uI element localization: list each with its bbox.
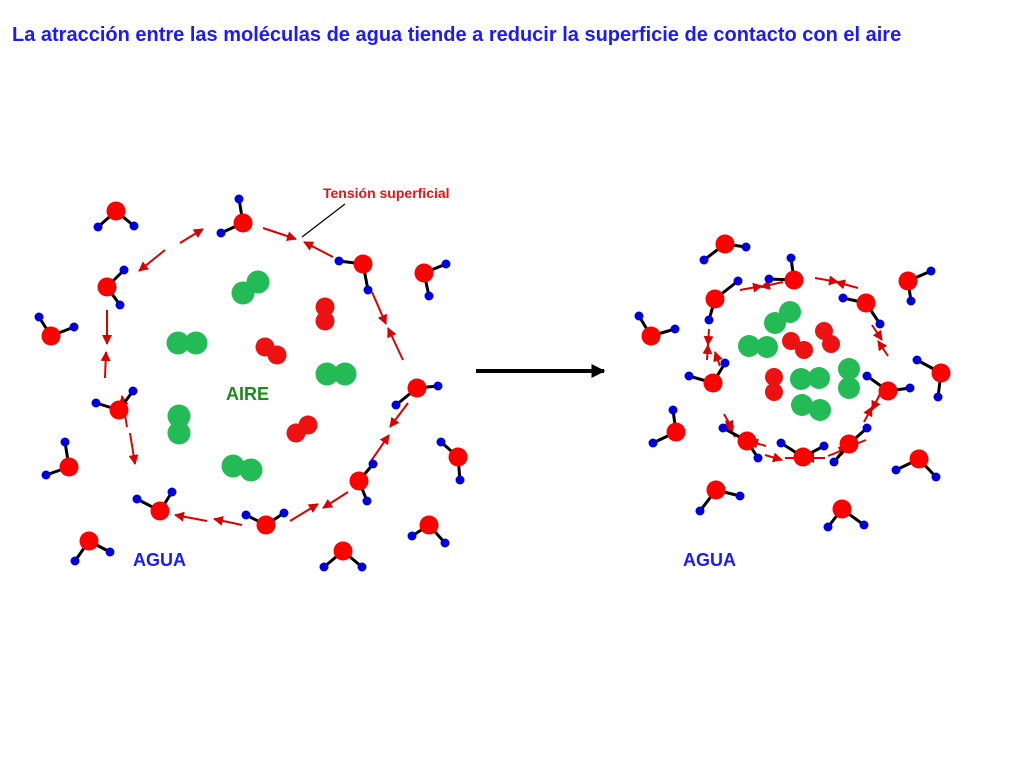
tension-arrow-icon (389, 402, 409, 428)
nitrogen-molecule-icon (167, 404, 191, 445)
water-molecule-icon (241, 508, 289, 535)
tension-arrow-icon (370, 434, 390, 462)
tension-arrow-icon (760, 280, 784, 290)
water-molecule-icon (764, 253, 804, 290)
tension-arrow-icon (289, 503, 319, 522)
water-molecule-icon (132, 487, 177, 521)
tension-arrow-icon (128, 432, 139, 465)
water-molecule-icon (436, 437, 468, 485)
water-molecule-icon (97, 265, 129, 310)
tension-arrow-icon (871, 393, 881, 411)
water-molecule-icon (648, 405, 686, 448)
tension-arrow-icon (877, 340, 889, 357)
tension-arrow-icon (303, 241, 334, 258)
water-molecule-icon (41, 437, 79, 480)
tension-arrow-icon (371, 291, 387, 325)
tension-arrow-icon (703, 328, 714, 346)
tension-arrow-icon (835, 279, 859, 290)
water-molecule-icon (718, 423, 763, 463)
tension-arrow-icon (179, 228, 204, 244)
water-molecule-icon (891, 449, 941, 482)
page-title: La atracción entre las moléculas de agua… (12, 24, 902, 46)
water-molecule-icon (414, 259, 451, 301)
air-label: AIRE (226, 384, 269, 404)
nitrogen-molecule-icon (315, 362, 357, 386)
oxygen-molecule-icon (286, 415, 318, 443)
oxygen-molecule-icon (315, 297, 335, 331)
water-molecule-icon (684, 358, 730, 393)
tension-arrow-icon (213, 515, 243, 526)
nitrogen-molecule-icon (790, 367, 830, 390)
surface-tension-leader-line (301, 203, 346, 238)
tension-arrow-icon (138, 249, 166, 272)
air-molecules (166, 270, 860, 482)
surface-tension-arrows (100, 227, 889, 526)
nitrogen-molecule-icon (838, 358, 860, 399)
water-molecule-icon (823, 499, 869, 532)
water-molecule-icon (334, 254, 373, 295)
nitrogen-molecule-icon (166, 331, 208, 355)
nitrogen-molecule-icon (231, 270, 270, 305)
water-molecule-icon (349, 459, 378, 506)
tension-arrow-icon (100, 351, 111, 379)
nitrogen-molecule-icon (764, 301, 801, 334)
tension-arrow-icon (322, 491, 349, 509)
tension-arrow-icon (702, 344, 713, 361)
water-molecule-icon (829, 423, 872, 467)
tension-arrow-icon (387, 327, 404, 361)
water-molecule-icon (634, 311, 680, 346)
tension-arrow-icon (713, 351, 723, 367)
water-molecule-icon (91, 386, 138, 420)
water-label-right: AGUA (683, 550, 736, 570)
oxygen-molecule-icon (815, 322, 840, 353)
water-molecule-icon (912, 355, 951, 402)
water-molecule-icon (862, 371, 915, 401)
nitrogen-molecule-icon (221, 454, 263, 482)
tension-arrow-icon (262, 227, 297, 241)
water-molecule-icon (93, 201, 139, 232)
surface-tension-label: Tensión superficial (323, 185, 450, 201)
water-molecule-icon (699, 234, 751, 265)
water-molecule-icon (695, 480, 745, 516)
nitrogen-molecule-icon (791, 394, 831, 421)
tension-arrow-icon (764, 452, 783, 463)
water-molecule-icon (776, 438, 829, 467)
oxygen-molecule-icon (782, 332, 813, 359)
tension-arrow-icon (871, 324, 883, 341)
water-molecule-icon (70, 531, 115, 566)
oxygen-molecule-icon (255, 337, 287, 365)
water-molecule-icon (319, 541, 367, 572)
tension-arrow-icon (739, 282, 763, 293)
water-label-left: AGUA (133, 550, 186, 570)
tension-arrow-icon (174, 511, 208, 522)
water-molecule-icon (216, 194, 253, 238)
oxygen-molecule-icon (765, 368, 783, 401)
water-molecule-icon (34, 312, 79, 346)
water-molecule-icon (391, 378, 443, 410)
tension-arrow-icon (863, 406, 873, 423)
water-molecule-icon (838, 293, 885, 329)
water-molecules (34, 194, 951, 572)
nitrogen-molecule-icon (738, 335, 778, 358)
water-molecule-icon (898, 266, 936, 306)
water-molecule-icon (407, 515, 450, 548)
tension-arrow-icon (814, 275, 839, 286)
water-molecule-icon (704, 276, 743, 325)
